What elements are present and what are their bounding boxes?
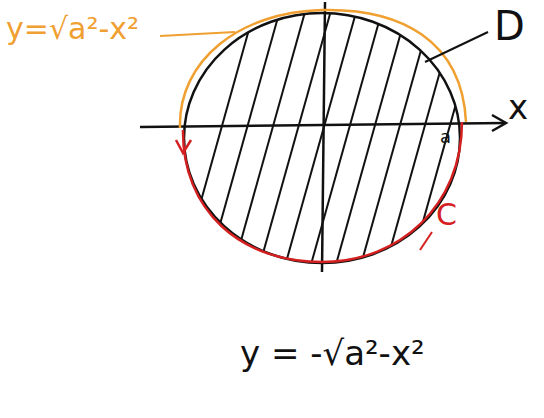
upper-semicircle <box>180 10 466 128</box>
curve-equation: y=√a²-x² <box>6 14 139 44</box>
curve-name: C <box>436 200 457 230</box>
leader-line <box>420 232 432 250</box>
x-axis-arrow <box>492 115 506 131</box>
region-name: D <box>494 6 525 46</box>
orientation-arrow <box>176 140 191 153</box>
y-axis <box>322 2 325 272</box>
lower-semicircle <box>183 122 462 262</box>
leader-line <box>160 32 235 36</box>
leader-line <box>425 32 488 62</box>
radius-mark: a <box>440 128 451 146</box>
axis-name: x <box>508 90 528 124</box>
curve-equation: y = -√a²-x² <box>240 336 425 370</box>
